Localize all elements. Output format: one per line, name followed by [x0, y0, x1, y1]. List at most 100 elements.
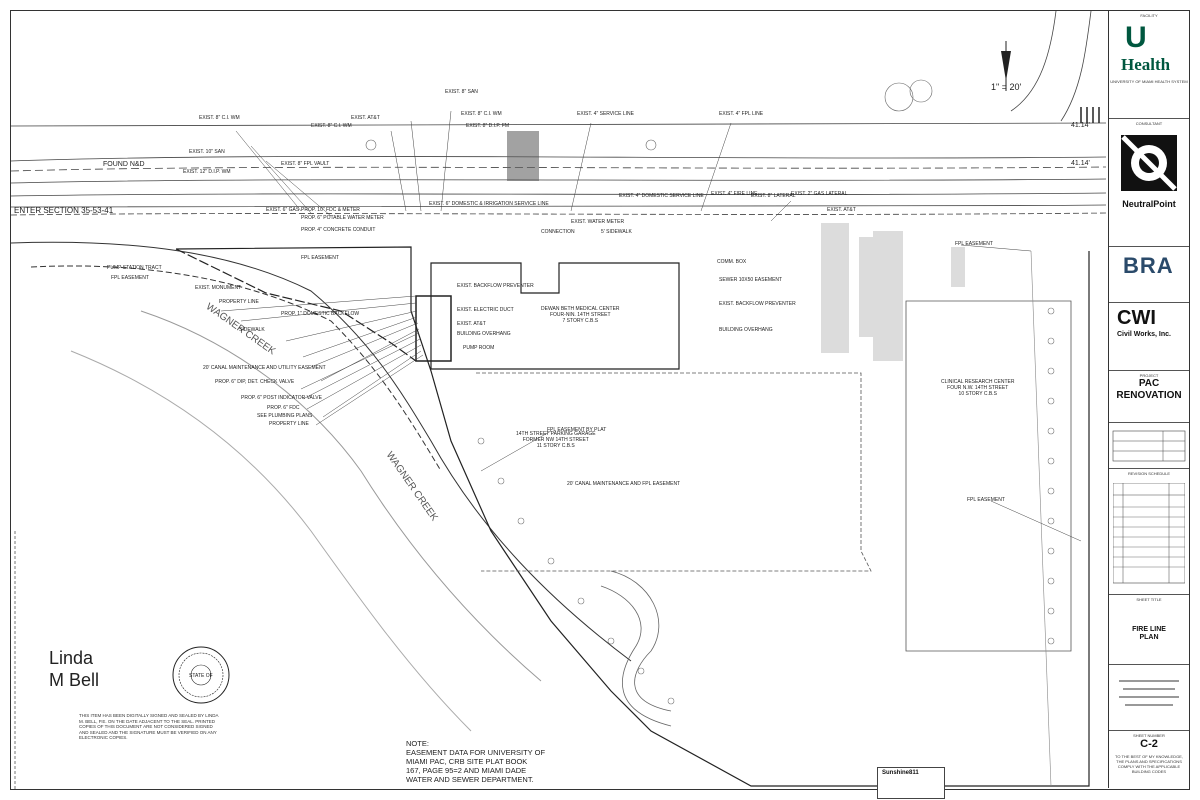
callout: PROP. 4" CONCRETE CONDUIT — [301, 227, 376, 233]
callout: EXIST. 8" FPL VAULT — [281, 161, 330, 167]
callout: PROPERTY LINE — [219, 299, 259, 305]
plan-drawing — [11, 11, 1106, 787]
callout: FPL EASEMENT — [111, 275, 149, 281]
callout: EXIST. 8" C.I. WM — [461, 111, 502, 117]
note-line: WATER AND SEWER DEPARTMENT. — [406, 775, 534, 784]
callout: PROPERTY LINE — [269, 421, 309, 427]
sheet-title-label: SHEET TITLE — [1136, 597, 1162, 602]
callout: EXIST. 6" GAS — [266, 207, 300, 213]
landscape-bands — [821, 223, 965, 361]
engineer-signature: Linda M Bell — [49, 647, 99, 691]
callout: EXIST. AT&T — [827, 207, 856, 213]
note-line: MIAMI PAC, CRB SITE PLAT BOOK — [406, 757, 528, 766]
sheet-title-section: SHEET TITLE FIRE LINE PLAN — [1109, 595, 1189, 665]
callout: EXIST. 6" DOMESTIC & IRRIGATION SERVICE … — [429, 201, 549, 207]
note-line: 167, PAGE 95=2 AND MIAMI DADE — [406, 766, 527, 775]
callout: 20' CANAL MAINTENANCE AND UTILITY EASEME… — [203, 365, 326, 371]
perimeter-trees — [477, 307, 1055, 705]
match-marks — [1080, 107, 1100, 123]
callout: EXIST. AT&T — [351, 115, 380, 121]
code-compliance-text: TO THE BEST OF MY KNOWLEDGE, THE PLANS A… — [1115, 754, 1183, 774]
callout: PROP. 6" DIP, DET. CHECK VALVE — [215, 379, 295, 385]
medical-center-building — [430, 262, 680, 370]
left-edge-strip — [14, 531, 16, 791]
certification-statement: THIS ITEM HAS BEEN DIGITALLY SIGNED AND … — [79, 713, 219, 740]
callout: PROP. 6" FDC — [267, 405, 300, 411]
callout: EXIST. AT&T — [457, 321, 486, 327]
engineer-seal — [172, 646, 230, 704]
callout: FPL EASEMENT BY PLAT — [547, 427, 607, 433]
project-info-lines — [1119, 680, 1179, 706]
callout: PUMP STATION TRACT — [107, 265, 162, 271]
note-line: EASEMENT DATA FOR UNIVERSITY OF — [406, 748, 546, 757]
facility-label: FACILITY — [1140, 13, 1158, 18]
neutral-point-name: NeutralPoint — [1122, 199, 1176, 209]
callout: EXIST. WATER METER — [571, 219, 625, 225]
callout: CONNECTION — [541, 229, 575, 235]
project-name-line-1: PAC — [1138, 378, 1160, 389]
street-trees — [365, 79, 933, 151]
callout: EXIST. 4" SERVICE LINE — [577, 111, 634, 117]
project-label: PROJECT — [1139, 373, 1159, 378]
title-block: FACILITY U Health UNIVERSITY OF MIAMI HE… — [1108, 11, 1189, 788]
bra-section: BRA — [1109, 247, 1189, 303]
callout: PROP. 10" FDC & METER — [301, 207, 360, 213]
section-label: ENTER SECTION 35-53-41 — [14, 206, 114, 215]
callout: EXIST. 8" C.I. WM — [199, 115, 240, 121]
sheet-number-label: SHEET NUMBER — [1133, 733, 1165, 738]
signature-first-name: Linda — [49, 648, 94, 668]
callout: PROP. 6" POST INDICATOR VALVE — [241, 395, 322, 401]
easement-note: NOTE: EASEMENT DATA FOR UNIVERSITY OF MI… — [406, 739, 545, 784]
callout: SEWER 10X50 EASEMENT — [719, 277, 783, 283]
sheet-title-line-1: FIRE LINE — [1132, 626, 1166, 633]
north-arrow — [1001, 41, 1011, 91]
scale-label: 1" = 20' — [991, 82, 1022, 92]
revision-section: REVISION SCHEDULE — [1109, 469, 1189, 595]
callout: EXIST. 12" D.I.P. WM — [183, 169, 231, 175]
sunshine-811-box: Sunshine811 — [877, 767, 945, 799]
callout: FPL EASEMENT — [955, 241, 993, 247]
research-center — [905, 300, 1072, 652]
revision-label: REVISION SCHEDULE — [1127, 471, 1170, 476]
sunshine-label: Sunshine811 — [882, 770, 919, 776]
callout: EXIST. MONUMENT — [195, 285, 242, 291]
found-nail-label: FOUND N&D — [103, 161, 145, 168]
callout: PROP. 1" DOMESTIC BACKFLOW — [281, 311, 360, 317]
crosswalk — [507, 131, 539, 181]
callout: EXIST. BACKFLOW PREVENTER — [719, 301, 796, 307]
medical-center-label: DEWAN BETH MEDICAL CENTER FOUR-NIN. 14TH… — [541, 306, 620, 324]
sheet-number-section: SHEET NUMBER C-2 TO THE BEST OF MY KNOWL… — [1109, 731, 1189, 788]
callout: 5' SIDEWALK — [601, 229, 632, 235]
pump-room — [415, 295, 452, 362]
signature-last-name: M Bell — [49, 670, 100, 690]
research-center-label: CLINICAL RESEARCH CENTER FOUR N.W. 14th … — [941, 379, 1015, 397]
health-logo-text: Health — [1121, 55, 1171, 74]
note-heading: NOTE: — [406, 739, 429, 748]
callout: PROP. 6" POTABLE WATER METER — [301, 215, 384, 221]
sheet-title-line-2: PLAN — [1139, 634, 1159, 641]
cwi-name: Civil Works, Inc. — [1117, 331, 1171, 338]
cwi-section: CWI Civil Works, Inc. — [1109, 303, 1189, 371]
callout: FPL EASEMENT — [301, 255, 339, 261]
issue-section — [1109, 423, 1189, 469]
consultant-section: CONSULTANT NeutralPoint — [1109, 119, 1189, 247]
callout: PUMP ROOM — [463, 345, 495, 351]
dimension-2: 41.14' — [1071, 160, 1090, 167]
callout: EXIST. 2" GAS LATERAL — [791, 191, 848, 197]
callout: COMM. BOX — [717, 259, 747, 265]
callout: EXIST. 8" SAN — [445, 89, 478, 95]
parking-garage-label: 14th STREET PARKING GARAGE FORMER NW 14T… — [516, 431, 596, 449]
revision-grid — [1113, 483, 1185, 584]
callout: 20' CANAL MAINTENANCE AND FPL EASEMENT — [567, 481, 681, 487]
leader-lines — [220, 110, 1082, 542]
callout: BUILDING OVERHANG — [457, 331, 511, 337]
callout: SIDEWALK — [239, 327, 265, 333]
project-info-section — [1109, 665, 1189, 731]
consultant-label: CONSULTANT — [1135, 121, 1163, 126]
parking-garage — [476, 372, 872, 572]
callout: BUILDING OVERHANG — [719, 327, 773, 333]
callout: EXIST. ELECTRIC DUCT — [457, 307, 514, 313]
curved-drive — [610, 570, 672, 712]
callout: EXIST. 8" D.I.P. FM — [466, 123, 510, 129]
cwi-logo: CWI — [1117, 307, 1156, 329]
